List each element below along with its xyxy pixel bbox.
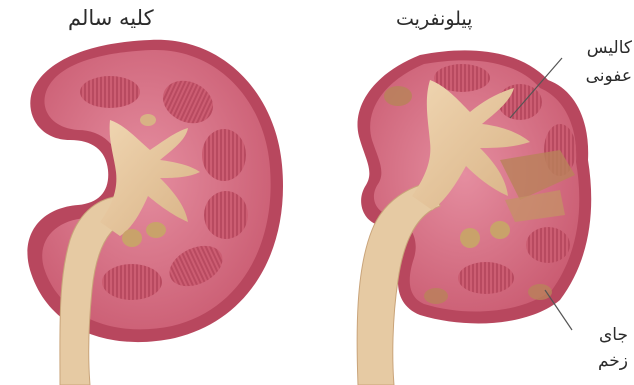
healthy-kidney-title: کلیه سالم	[68, 6, 154, 30]
infected-calyx-label-line1: کالیس	[560, 34, 632, 62]
infected-calyx-label: کالیس عفونی	[560, 34, 632, 90]
pyelonephritis-title: پیلونفریت	[396, 8, 472, 30]
scar-label-line2: زخم	[566, 348, 628, 374]
scar-label-line1: جای	[566, 322, 628, 348]
healthy-kidney	[27, 40, 283, 385]
infected-calyx-label-line2: عفونی	[560, 62, 632, 90]
scar-label: جای زخم	[566, 322, 628, 374]
pyelonephritis-kidney	[357, 50, 591, 385]
